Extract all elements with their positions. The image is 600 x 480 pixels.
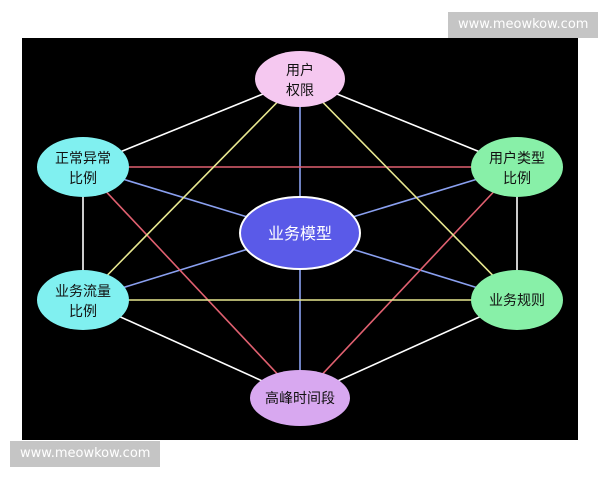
edge-ur-bottom xyxy=(299,166,518,399)
node-normal-abnormal-ratio-line2: 比例 xyxy=(69,171,97,187)
node-business-model-label: 业务模型 xyxy=(268,224,332,243)
node-user-permission-line1: 用户 xyxy=(286,62,314,79)
node-user-permission: 用户 权限 xyxy=(255,51,345,107)
watermark-top: www.meowkow.com xyxy=(448,12,599,38)
node-business-rules: 业务规则 xyxy=(471,270,563,330)
node-user-permission-line2: 权限 xyxy=(286,83,314,99)
diagram-nodes: 用户 权限 正常异常 比例 用户类型 比例 业务模型 业务流量 比例 xyxy=(37,51,563,426)
node-business-model-shape xyxy=(239,196,361,270)
edge-ul-bottom xyxy=(82,166,301,399)
node-user-type-ratio: 用户类型 比例 xyxy=(471,137,563,197)
node-user-permission-shape xyxy=(255,51,345,107)
node-user-type-ratio-line1: 用户类型 xyxy=(489,150,545,167)
edge-top-lr xyxy=(299,78,518,301)
node-normal-abnormal-ratio: 正常异常 比例 xyxy=(37,137,129,197)
watermark-bottom: www.meowkow.com xyxy=(10,441,161,467)
node-normal-abnormal-ratio-line1: 正常异常 xyxy=(55,151,111,167)
node-peak-time-period: 高峰时间段 xyxy=(250,370,350,426)
node-business-traffic-ratio-line2: 比例 xyxy=(69,304,97,320)
node-peak-time-period-shape xyxy=(250,370,350,426)
node-business-rules-shape xyxy=(471,270,563,330)
node-user-type-ratio-line2: 比例 xyxy=(503,171,531,187)
node-business-traffic-ratio-shape xyxy=(37,270,129,330)
edge-top-ll xyxy=(82,78,301,301)
node-normal-abnormal-ratio-shape xyxy=(37,137,129,197)
node-business-traffic-ratio-line1: 业务流量 xyxy=(55,284,111,300)
node-business-traffic-ratio: 业务流量 比例 xyxy=(37,270,129,330)
node-peak-time-period-label: 高峰时间段 xyxy=(265,390,335,407)
node-user-type-ratio-shape xyxy=(471,137,563,197)
node-business-rules-label: 业务规则 xyxy=(489,293,545,309)
node-business-model: 业务模型 xyxy=(239,196,361,270)
